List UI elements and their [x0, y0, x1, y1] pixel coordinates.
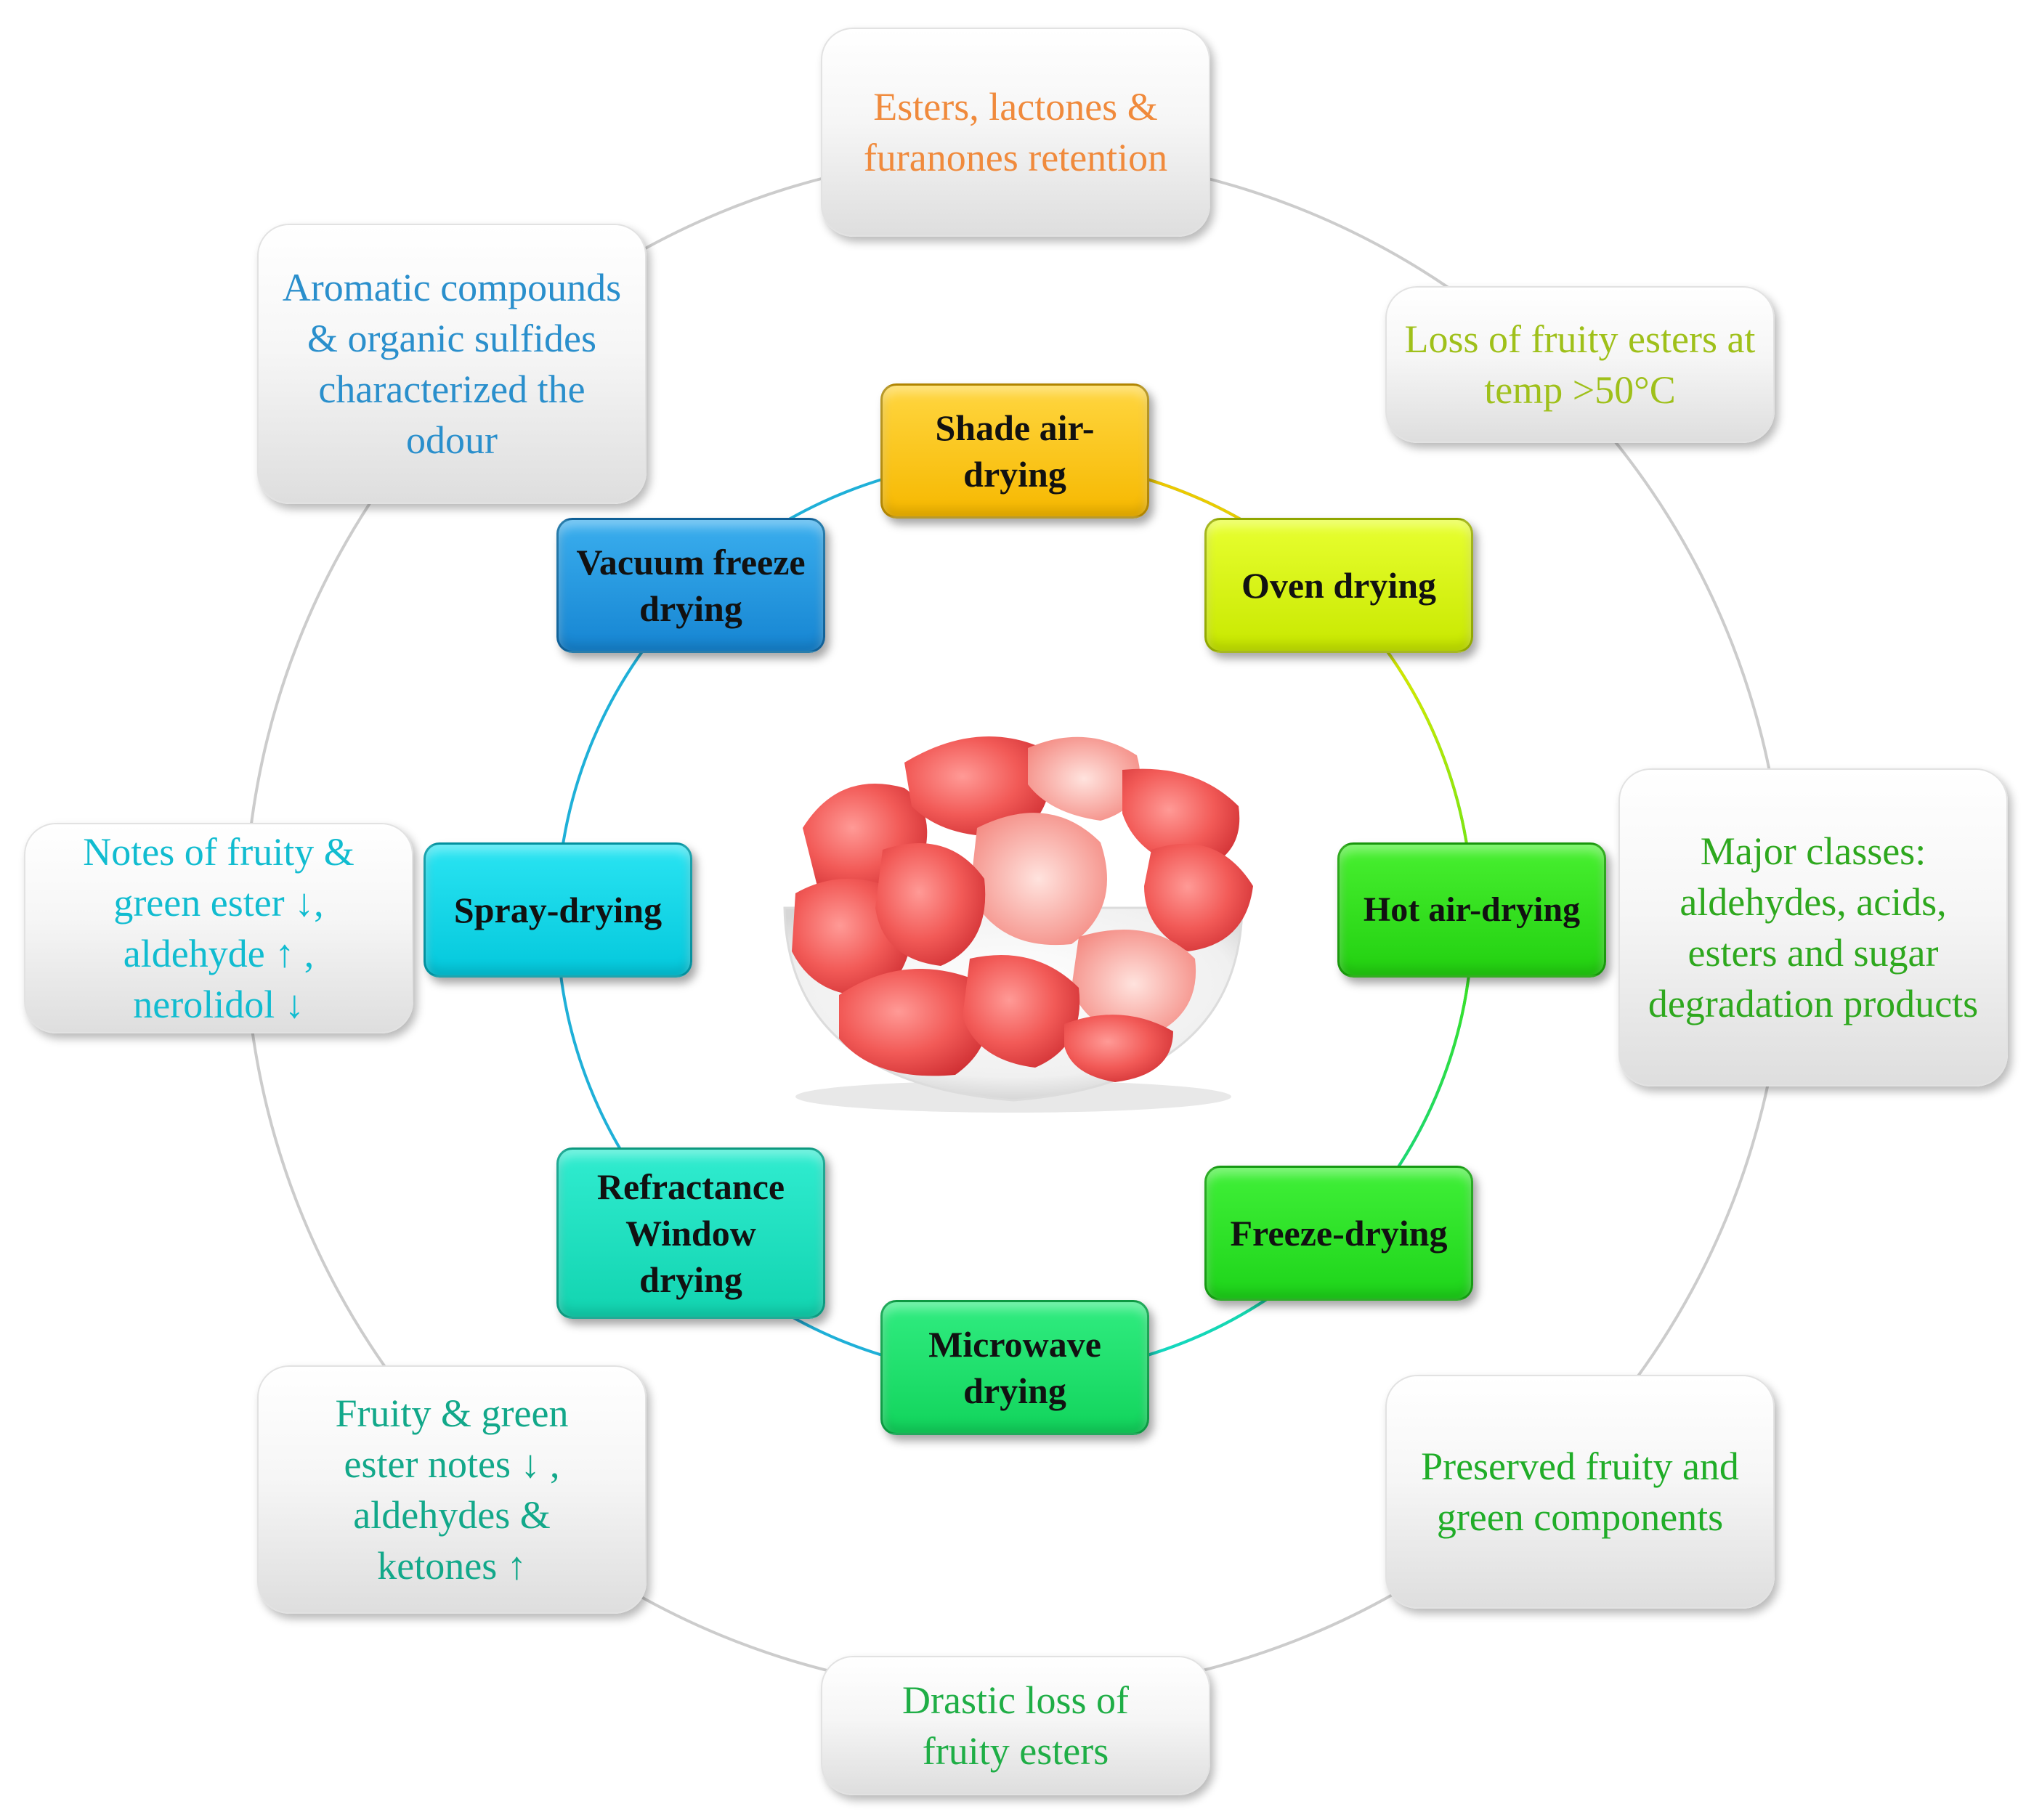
- effect-text: Preserved fruity and green components: [1421, 1445, 1739, 1539]
- method-oven-drying: Oven drying: [1204, 518, 1473, 653]
- method-label: Oven drying: [1241, 565, 1437, 606]
- effect-text: Loss of fruity esters at temp >50°C: [1404, 317, 1756, 412]
- method-freeze-drying: Freeze-drying: [1204, 1166, 1473, 1301]
- method-label: Hot air-drying: [1363, 890, 1581, 929]
- method-vacuum-freeze-drying: Vacuum freeze drying: [556, 518, 825, 653]
- effect-text: Fruity & green ester notes ↓ , aldehydes…: [335, 1392, 569, 1588]
- effect-shade-air-drying: Esters, lactones & furanones retention: [821, 28, 1210, 237]
- effect-microwave-drying: Drastic loss of fruity esters: [821, 1656, 1210, 1795]
- method-hot-air-drying: Hot air-drying: [1337, 842, 1606, 978]
- method-label: Vacuum freeze drying: [576, 542, 806, 629]
- method-label: Refractance Window drying: [596, 1166, 785, 1300]
- effect-text: Notes of fruity & green ester ↓, aldehyd…: [83, 830, 354, 1026]
- method-refractance-window-drying: Refractance Window drying: [556, 1147, 825, 1319]
- method-microwave-drying: Microwave drying: [880, 1300, 1149, 1435]
- method-label: Spray-drying: [453, 890, 663, 930]
- effect-oven-drying: Loss of fruity esters at temp >50°C: [1385, 286, 1775, 443]
- method-label: Freeze-drying: [1230, 1213, 1448, 1254]
- effect-vacuum-freeze-drying: Aromatic compounds & organic sulfides ch…: [257, 224, 647, 504]
- dried-strawberries-bowl: [759, 719, 1268, 1122]
- effect-text: Major classes: aldehydes, acids, esters …: [1648, 829, 1979, 1025]
- effect-text: Aromatic compounds & organic sulfides ch…: [282, 266, 622, 462]
- method-spray-drying: Spray-drying: [424, 842, 692, 978]
- effect-text: Esters, lactones & furanones retention: [863, 85, 1168, 179]
- effect-text: Drastic loss of fruity esters: [902, 1678, 1129, 1773]
- effect-refractance-window-drying: Fruity & green ester notes ↓ , aldehydes…: [257, 1365, 647, 1614]
- effect-hot-air-drying: Major classes: aldehydes, acids, esters …: [1618, 768, 2008, 1086]
- effect-spray-drying: Notes of fruity & green ester ↓, aldehyd…: [24, 823, 413, 1033]
- method-label: Microwave drying: [928, 1324, 1101, 1411]
- effect-freeze-drying: Preserved fruity and green components: [1385, 1375, 1775, 1609]
- method-shade-air-drying: Shade air-drying: [880, 383, 1149, 519]
- method-label: Shade air-drying: [935, 407, 1095, 495]
